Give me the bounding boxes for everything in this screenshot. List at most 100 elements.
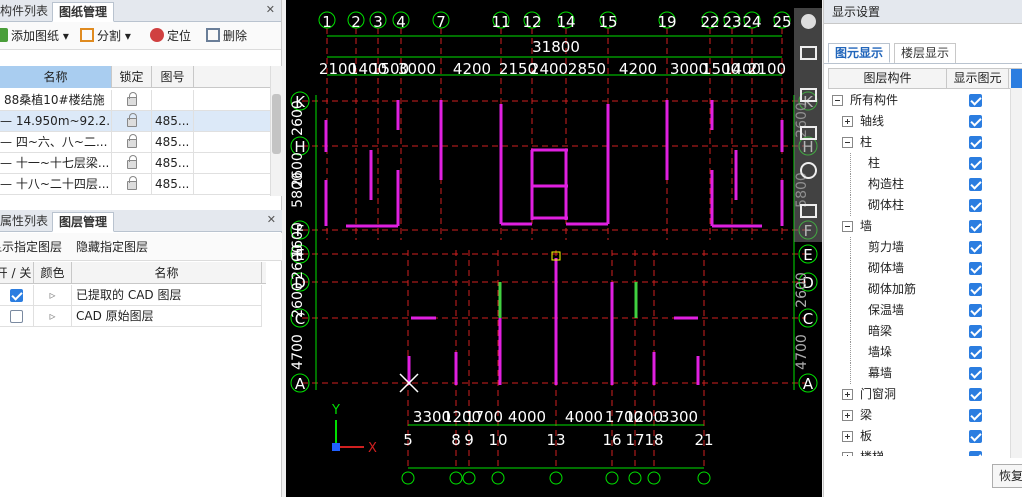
tab-property-list[interactable]: 属性列表 [0,214,49,228]
close-icon[interactable]: ✕ [265,3,275,16]
show-element-checkbox[interactable] [969,430,982,443]
rotate-icon[interactable] [800,162,817,179]
collapse-icon[interactable] [842,221,853,232]
show-element-checkbox[interactable] [969,94,982,107]
lock-icon[interactable] [126,134,137,148]
table-row[interactable]: — 四~六、八~二... 485... [0,132,270,153]
lock-icon[interactable] [126,155,137,169]
lock-icon[interactable] [126,176,137,190]
show-element-checkbox[interactable] [969,136,982,149]
expand-icon[interactable] [842,116,853,127]
col-lock[interactable]: 锁定 [112,66,152,88]
tree-node[interactable]: 楼梯 [828,447,1018,456]
tree-node[interactable]: 柱 [828,132,1018,153]
tree-node[interactable]: 幕墙 [828,363,1018,384]
split-button[interactable]: 分割 ▾ [80,27,131,45]
lock-icon[interactable] [126,92,137,106]
grid-view-icon[interactable] [800,204,817,218]
show-element-checkbox[interactable] [969,157,982,170]
expand-arrow-icon[interactable]: ▹ [34,285,72,306]
show-element-checkbox[interactable] [969,409,982,422]
show-element-checkbox[interactable] [969,178,982,191]
tab-component-list[interactable]: 构件列表 [0,4,49,18]
layer-grid-header: 开 / 关 颜色 名称 [0,262,266,284]
expand-icon[interactable] [842,431,853,442]
col-name[interactable]: 名称 [0,66,112,88]
drawing-scrollbar[interactable] [270,66,282,196]
show-element-checkbox[interactable] [969,283,982,296]
table-row[interactable]: — 十八~二十四层... 485... [0,174,270,195]
tree-node[interactable]: 柱 [828,153,1018,174]
col-layer-name[interactable]: 名称 [72,262,262,284]
show-element-checkbox[interactable] [969,304,982,317]
show-element-checkbox[interactable] [969,199,982,212]
tree-scrollbar[interactable] [1010,88,1022,458]
tree-node[interactable]: 暗梁 [828,321,1018,342]
layer-visible-checkbox[interactable] [10,289,23,302]
dimension-label: 4200 [453,60,491,78]
expand-icon[interactable] [842,410,853,421]
expand-arrow-icon[interactable]: ▹ [34,306,72,327]
tree-node[interactable]: 砌体加筋 [828,279,1018,300]
table-row[interactable]: ▹ 已提取的 CAD 图层 [0,285,262,306]
orbit-icon[interactable] [801,14,816,29]
scroll-thumb[interactable] [272,94,281,154]
axis-label: A [803,375,814,393]
show-element-checkbox[interactable] [969,241,982,254]
hide-layer-button[interactable]: 隐藏指定图层 [76,240,149,254]
show-layer-button[interactable]: 显示指定图层 [0,240,63,254]
show-element-checkbox[interactable] [969,115,982,128]
expand-icon[interactable] [842,452,853,456]
col-layer-component[interactable]: 图层构件 [829,69,947,88]
show-element-checkbox[interactable] [969,367,982,380]
show-element-checkbox[interactable] [969,346,982,359]
axis-label: 10 [488,431,507,449]
col-color[interactable]: 颜色 [34,262,72,284]
tree-node[interactable]: 墙垛 [828,342,1018,363]
show-element-checkbox[interactable] [969,451,982,456]
collapse-icon[interactable] [842,137,853,148]
col-onoff[interactable]: 开 / 关 [0,262,34,284]
tree-node[interactable]: 剪力墙 [828,237,1018,258]
delete-button[interactable]: 删除 [206,27,247,45]
collapse-icon[interactable] [832,95,843,106]
tree-node[interactable]: 所有构件 [828,90,1018,111]
restore-button[interactable]: 恢复 [992,464,1022,488]
table-row[interactable]: — 14.950m~92.2... 485... [0,111,270,132]
show-element-checkbox[interactable] [969,262,982,275]
show-element-checkbox[interactable] [969,325,982,338]
tree-node[interactable]: 梁 [828,405,1018,426]
tree-node[interactable]: 板 [828,426,1018,447]
table-row[interactable]: ▹ CAD 原始图层 [0,306,262,327]
tree-node[interactable]: 轴线 [828,111,1018,132]
add-drawing-button[interactable]: 添加图纸 ▾ [0,27,69,45]
tab-layer-management[interactable]: 图层管理 [52,212,115,232]
view-cube-icon[interactable] [800,46,817,60]
col-show-element[interactable]: 显示图元 [947,69,1009,88]
dimension-label: 2600 [290,100,306,136]
show-element-checkbox[interactable] [969,388,982,401]
lock-icon[interactable] [126,113,137,127]
table-row[interactable]: 88桑植10#楼结施 [0,90,270,111]
tree-node-label: 砌体加筋 [868,282,917,296]
tab-floor-display[interactable]: 楼层显示 [894,43,957,63]
tree-node[interactable]: 砌体墙 [828,258,1018,279]
tree-node[interactable]: 墙 [828,216,1018,237]
expand-icon[interactable] [842,389,853,400]
col-code[interactable]: 图号 [152,66,194,88]
tree-node-label: 门窗洞 [860,387,897,401]
tree-node[interactable]: 门窗洞 [828,384,1018,405]
layer-visible-checkbox[interactable] [10,310,23,323]
tree-node[interactable]: 构造柱 [828,174,1018,195]
tab-element-display[interactable]: 图元显示 [828,43,891,63]
front-view-icon[interactable] [800,126,817,140]
locate-button[interactable]: 定位 [150,27,191,45]
table-row[interactable]: — 十一~十七层梁... 485... [0,153,270,174]
tree-node[interactable]: 保温墙 [828,300,1018,321]
top-view-icon[interactable] [800,88,817,102]
tab-drawing-management[interactable]: 图纸管理 [52,2,115,22]
tree-node[interactable]: 砌体柱 [828,195,1018,216]
close-icon[interactable]: ✕ [266,213,276,226]
show-element-checkbox[interactable] [969,220,982,233]
